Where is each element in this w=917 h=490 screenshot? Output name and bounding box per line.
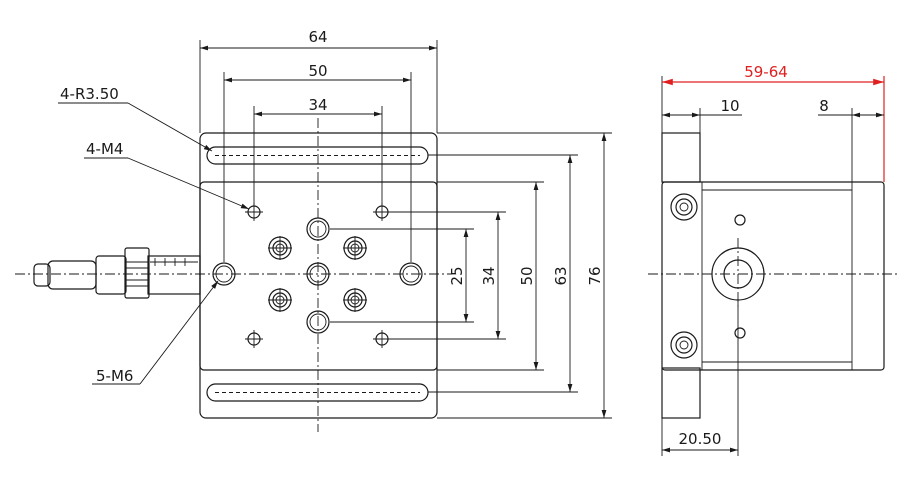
vertical-dimensions xyxy=(330,132,612,419)
dim-height-25: 25 xyxy=(448,266,466,285)
dim-left-10: 10 xyxy=(720,97,739,115)
mounting-slots xyxy=(206,146,429,402)
side-view: 59-64 10 8 20.50 xyxy=(648,63,900,456)
horizontal-dimensions xyxy=(199,40,438,262)
callout-slot-radius: 4-R3.50 xyxy=(60,85,119,103)
dim-width-50: 50 xyxy=(308,62,327,80)
base-plate xyxy=(199,132,438,419)
side-bottom-block xyxy=(661,367,701,419)
dim-width-34: 34 xyxy=(308,96,327,114)
callout-m6-holes: 5-M6 xyxy=(96,367,133,385)
callout-leaders xyxy=(58,102,250,385)
dim-width-64: 64 xyxy=(308,28,327,46)
side-body xyxy=(661,181,885,371)
micrometer-head xyxy=(33,247,201,299)
dim-height-63: 63 xyxy=(552,266,570,285)
top-stage xyxy=(199,181,438,371)
dim-height-76: 76 xyxy=(586,266,604,285)
callout-m4-holes: 4-M4 xyxy=(86,140,123,158)
dim-bottom-2050: 20.50 xyxy=(679,430,722,448)
m6-holes xyxy=(212,217,423,334)
dim-height-50: 50 xyxy=(518,266,536,285)
dim-right-8: 8 xyxy=(819,97,829,115)
m4-holes xyxy=(245,203,391,348)
side-top-block xyxy=(661,132,701,183)
dim-height-34: 34 xyxy=(480,266,498,285)
dim-travel-range: 59-64 xyxy=(744,63,788,81)
front-view: 64 50 34 25 34 50 63 76 xyxy=(15,28,612,432)
counterbore-screws xyxy=(268,236,367,312)
